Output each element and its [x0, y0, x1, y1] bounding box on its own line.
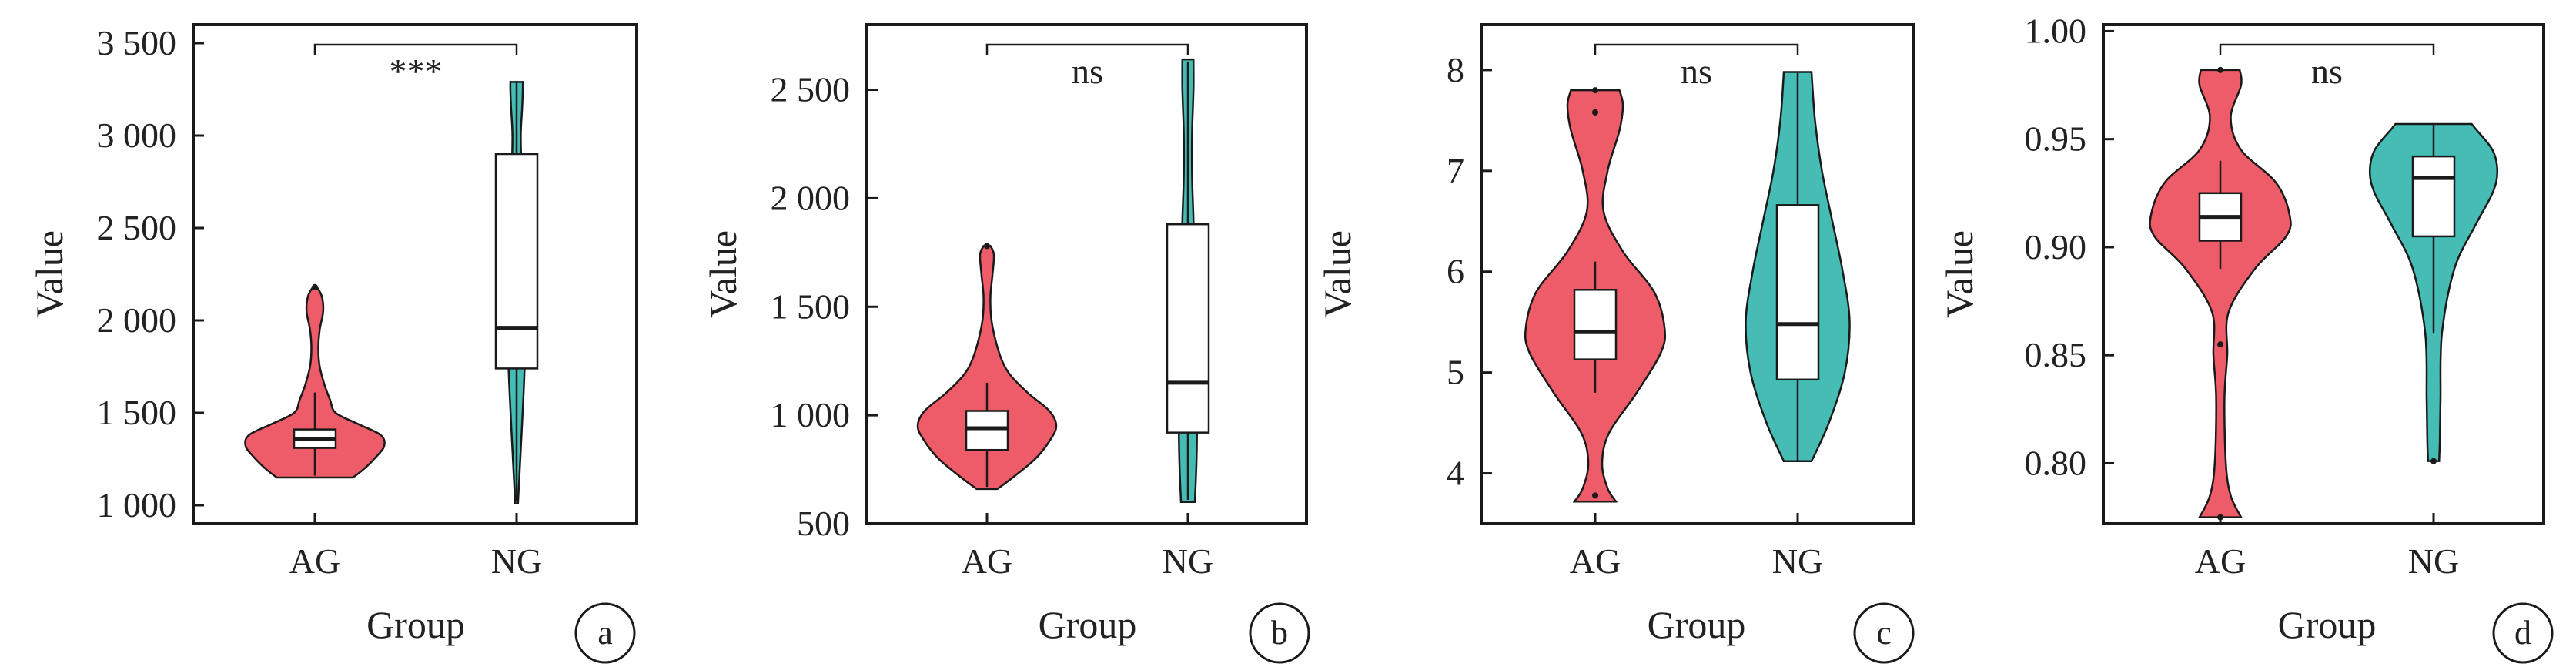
y-tick-label: 0.90 [2025, 227, 2087, 266]
y-tick-label: 3 000 [97, 116, 177, 155]
outlier-point [2217, 66, 2223, 73]
significance-label: ns [1072, 52, 1103, 91]
x-tick-label: NG [1772, 541, 1823, 581]
panel-letter-circle [2492, 602, 2554, 664]
outlier-point [2217, 341, 2223, 348]
y-tick-label: 500 [797, 504, 850, 543]
y-axis-title: Value [1316, 230, 1359, 318]
y-tick-label: 2 500 [771, 70, 851, 109]
x-tick-label: AG [1570, 541, 1621, 581]
violin-AG [2149, 69, 2292, 518]
y-tick-label: 6 [1447, 252, 1464, 291]
x-tick-label: AG [289, 541, 340, 581]
y-axis-title: Value [701, 230, 744, 318]
outlier-point [2430, 458, 2437, 464]
x-tick-label: NG [491, 541, 542, 581]
outlier-point [312, 283, 318, 290]
y-axis-title: Value [1938, 230, 1981, 318]
box-NG [2411, 155, 2456, 238]
outlier-point [1592, 492, 1598, 499]
y-tick-label: 1.00 [2025, 11, 2087, 50]
y-tick-label: 0.80 [2025, 443, 2087, 482]
y-tick-label: 2 500 [97, 208, 177, 247]
plot-frame [865, 23, 1308, 525]
panel-letter: b [1271, 614, 1288, 652]
y-tick-label: 0.85 [2025, 335, 2087, 374]
plot-frame [2102, 23, 2545, 525]
x-tick-label: NG [2408, 541, 2459, 581]
x-tick-label: AG [962, 541, 1012, 581]
violin-AG [916, 245, 1058, 491]
panel-letter-circle [574, 602, 636, 664]
box-NG [1166, 223, 1210, 434]
box-NG [1775, 204, 1820, 381]
y-tick-label: 4 [1447, 454, 1464, 493]
y-tick-label: 7 [1447, 151, 1464, 190]
significance-bracket [313, 43, 518, 55]
x-axis-title: Group [366, 603, 465, 646]
y-tick-label: 8 [1447, 50, 1464, 89]
outlier-point [2217, 514, 2223, 521]
panel-letter: a [597, 614, 613, 652]
significance-bracket [2219, 43, 2435, 55]
x-tick-label: NG [1163, 541, 1213, 581]
significance-label: ns [1681, 52, 1712, 91]
outlier-point [1592, 87, 1598, 94]
y-axis-title: Value [28, 230, 71, 318]
panel-letter: c [1876, 614, 1892, 652]
y-tick-label: 1 000 [97, 485, 177, 525]
y-tick-label: 1 500 [97, 393, 177, 432]
x-axis-title: Group [1039, 603, 1137, 646]
panel-letter: d [2514, 614, 2531, 652]
x-tick-label: AG [2195, 541, 2246, 581]
y-tick-label: 1 000 [771, 395, 851, 434]
panel-letter-circle [1249, 602, 1310, 664]
y-tick-label: 1 500 [771, 287, 851, 326]
significance-bracket [1594, 43, 1799, 55]
y-tick-label: 2 000 [97, 300, 177, 340]
significance-label: *** [390, 52, 443, 91]
x-axis-title: Group [2278, 603, 2377, 646]
panel-letter-circle [1853, 602, 1915, 664]
box-NG [494, 153, 539, 370]
outlier-point [984, 243, 990, 250]
significance-bracket [985, 43, 1189, 55]
plot-frame [1480, 23, 1915, 525]
plot-frame [192, 23, 638, 525]
box-AG [1573, 289, 1618, 360]
y-tick-label: 5 [1447, 353, 1464, 392]
box-AG [965, 410, 1009, 451]
y-tick-label: 0.95 [2025, 119, 2087, 159]
y-tick-label: 2 000 [771, 178, 851, 217]
significance-label: ns [2311, 52, 2343, 91]
y-tick-label: 3 500 [97, 23, 177, 62]
outlier-point [1592, 109, 1598, 116]
x-axis-title: Group [1648, 603, 1746, 646]
